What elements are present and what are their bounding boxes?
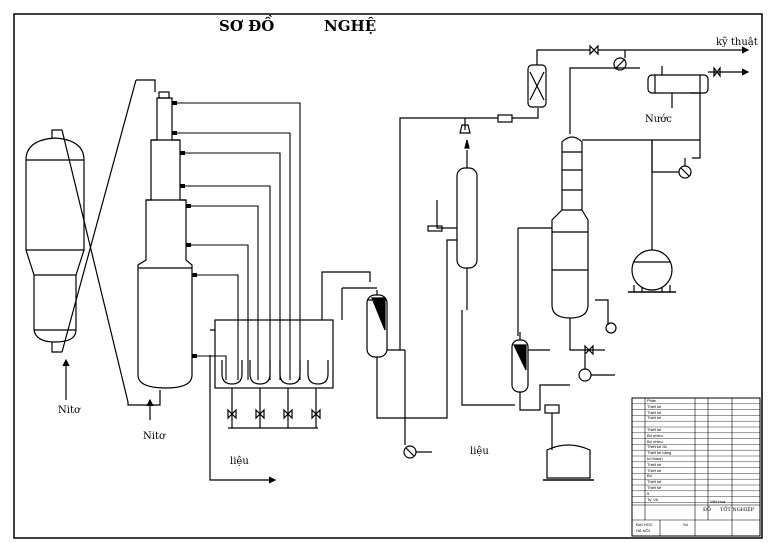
title-block-row-label: Thiết kế xyxy=(647,403,662,409)
main-distillation-column xyxy=(551,128,589,319)
title-block-row-label: Thiết kế xyxy=(647,467,662,473)
transfer-line-2 xyxy=(61,79,137,353)
cooler-icon xyxy=(613,57,627,71)
stripping-column xyxy=(427,139,478,310)
bottom-return xyxy=(461,310,515,406)
nitrogen-label-left: Nitơ xyxy=(58,405,80,416)
technical-grade-label: kỹ thuật xyxy=(716,37,758,48)
title-block-do-an: ĐỒ xyxy=(703,507,712,513)
column-side-streams xyxy=(172,102,301,380)
feed-label-center: liệu xyxy=(470,446,489,457)
drawing-title-part2: NGHỆ xyxy=(324,17,377,35)
title-block-row-label: Thiết kế đó xyxy=(647,444,667,450)
title-block-row-label: Thiết kế xyxy=(647,485,662,490)
water-label: Nước xyxy=(645,114,672,125)
drain-valves xyxy=(227,408,321,420)
title-block-tot-nghiep: TỐT NGHIỆP xyxy=(720,507,755,513)
feed-line-left xyxy=(209,355,277,484)
pump-1 xyxy=(403,445,432,459)
separator-1 xyxy=(341,287,388,358)
filter xyxy=(497,114,513,123)
drawing-title-part1: SƠ ĐỒ xyxy=(219,17,275,35)
title-block-row-label: Thiết kế xyxy=(647,461,662,467)
sep1-bottom-line xyxy=(376,239,457,419)
receiver-tank xyxy=(543,404,594,481)
pump-2 xyxy=(578,355,592,382)
column-overhead xyxy=(569,67,640,128)
reflux-condenser xyxy=(647,66,709,108)
title-block-sheet: Số xyxy=(683,522,688,527)
nitrogen-label-bottom: Nitơ xyxy=(143,431,165,442)
title-block-row-label: Bố nhiều xyxy=(647,432,663,438)
title-block-row-label: Thiết kế xyxy=(647,409,662,415)
title-block-row-label: 5 xyxy=(647,490,650,496)
title-block-row-label: Bố xyxy=(647,473,652,479)
title-block-school: ĐẠI HỌC xyxy=(636,522,653,527)
vent-valve xyxy=(589,44,599,56)
title-block-rows xyxy=(632,403,760,503)
feed-label-left: liệu xyxy=(230,456,249,467)
title-block-row-label: bố thanh xyxy=(647,456,663,461)
vapor-line xyxy=(399,117,470,350)
transfer-line-1b xyxy=(127,390,161,406)
column-nozzles xyxy=(172,101,197,358)
separator-2 xyxy=(511,332,529,402)
condenser-nozzle xyxy=(459,124,471,134)
nitrogen-storage-tank xyxy=(25,129,85,353)
title-block-row-label: Thiết kế xyxy=(647,415,662,421)
title-block-row-label: Phân xyxy=(647,398,657,403)
spherical-storage xyxy=(628,140,676,293)
pump-3 xyxy=(678,158,692,179)
title-block-row-label: Thiết kế bằng xyxy=(647,450,672,456)
reactor-column xyxy=(137,91,193,389)
title-block-row-label: Ts. Vũ xyxy=(647,496,659,502)
level-indicator xyxy=(605,322,617,334)
transfer-line-2b xyxy=(136,79,156,92)
transfer-line-1 xyxy=(61,129,129,403)
drawing-frame xyxy=(13,13,763,539)
title-block-school-sub: HÀ NỘI xyxy=(636,528,650,533)
title-block-row-label: Bố nhiều xyxy=(647,438,663,444)
title-block-row-label: Thiết kế xyxy=(647,479,662,485)
exchanger-outlet xyxy=(321,271,371,320)
title-block-row-label: Thiết kế xyxy=(647,427,662,432)
heat-exchanger-box xyxy=(214,319,334,429)
title-block-mid-right: Việt Hoà xyxy=(710,499,726,504)
